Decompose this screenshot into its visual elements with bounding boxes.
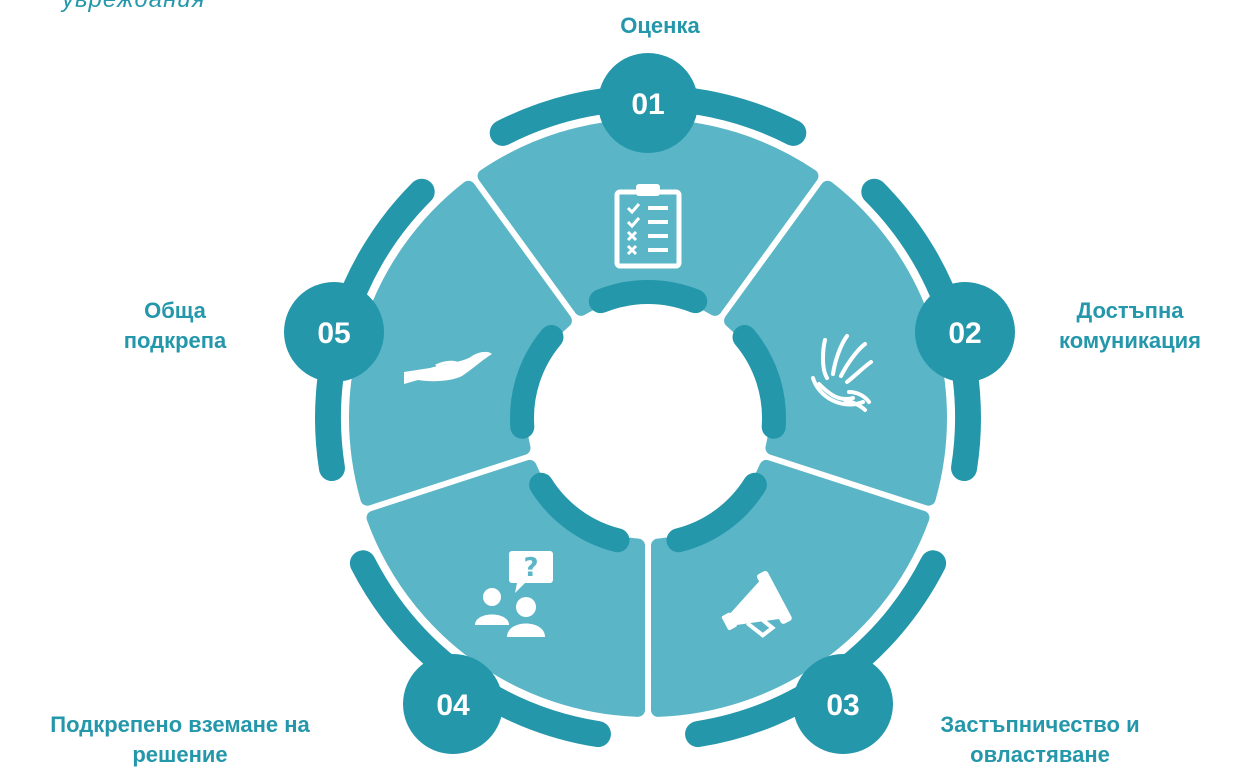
step-number-03: 03 — [826, 689, 859, 722]
inner-arc-05 — [510, 325, 564, 439]
sign-language-hands-icon — [811, 334, 873, 412]
segment-02 — [724, 178, 981, 506]
step-label-02: Достъпна комуникация — [1058, 298, 1202, 353]
segment-fill-03 — [650, 459, 930, 717]
megaphone-icon — [721, 570, 792, 638]
segment-fill-04 — [366, 459, 646, 717]
inner-arc-04 — [529, 472, 630, 553]
inner-arc-02 — [732, 325, 786, 439]
step-label-03: Застъпничество и овластяване — [940, 712, 1140, 767]
step-badge-04: 04 — [403, 654, 503, 754]
step-label-05: Обща подкрепа — [123, 298, 227, 353]
step-badge-03: 03 — [793, 654, 893, 754]
step-badge-02: 02 — [915, 282, 1015, 382]
step-number-01: 01 — [631, 88, 664, 121]
people-question-icon: ? — [475, 551, 553, 637]
open-hand-icon — [404, 351, 492, 384]
inner-arc-01 — [588, 280, 708, 314]
step-number-05: 05 — [317, 317, 350, 350]
step-label-04: Подкрепено вземане на решение — [50, 712, 310, 767]
svg-text:?: ? — [523, 553, 538, 583]
step-label-01: Оценка — [620, 13, 700, 38]
subtitle: увреждания — [62, 0, 205, 14]
step-badge-05: 05 — [284, 282, 384, 382]
step-number-02: 02 — [948, 317, 981, 350]
step-number-04: 04 — [436, 689, 470, 722]
inner-arc-03 — [666, 472, 767, 553]
clipboard-checklist-icon — [614, 184, 682, 269]
step-badge-01: 01 — [598, 53, 698, 153]
segment-01 — [477, 85, 819, 316]
